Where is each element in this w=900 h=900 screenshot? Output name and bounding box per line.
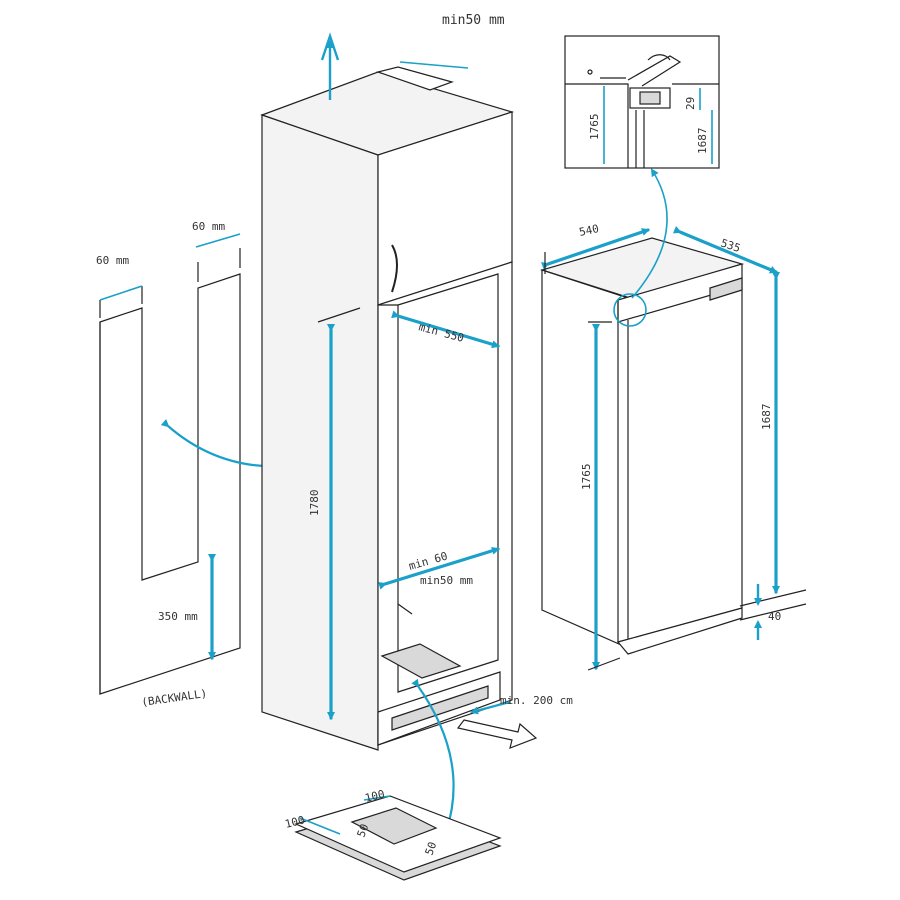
vent-plate-top-label: 100 [364,787,386,804]
airflow-line [470,700,511,715]
vent-plate-arrow [411,678,455,834]
backwall-panel [99,273,241,695]
niche-height-label: 1780 [308,490,321,517]
fridge-depth-dim [672,226,778,274]
vent-plate [294,795,502,881]
plinth-label: 40 [768,610,781,623]
niche-depth-dim [378,546,500,590]
detail-gap-label: 29 [684,97,697,110]
detail-height-label: 1765 [588,114,601,141]
vent-top-dim [399,61,469,69]
fridge-height-label: 1765 [580,464,593,491]
fridge [539,237,745,655]
hinge-detail-circle [613,293,647,327]
vent-plate-inner2-label: 50 [423,840,440,857]
vent-top-label: min50 mm [442,13,505,28]
hinge-detail-inset [564,35,720,169]
niche-gap-label: min50 mm [420,574,473,587]
fridge-width-dim [541,228,650,270]
fridge-width-label: 540 [578,222,600,239]
backwall-slot-right-label: 60 mm [192,220,225,233]
fridge-depth-label: 535 [719,236,742,255]
cabinet [260,66,515,751]
detail-link-arrow [631,168,668,299]
backwall-slot-dims [99,233,241,318]
detail-door-label: 1687 [696,128,709,155]
backwall-slot-left-label: 60 mm [96,254,129,267]
door-height-label: 1687 [760,404,773,431]
vent-bottom-label: min. 200 cm [500,694,573,707]
niche-width-dim [391,310,500,349]
backwall-title: (BACKWALL) [141,687,208,709]
backwall-bottom-label: 350 mm [158,610,198,623]
vent-plate-inner-label: 50 [355,822,372,839]
airflow-in-arrow [456,719,538,749]
vent-plate-left-label: 100 [284,813,306,830]
